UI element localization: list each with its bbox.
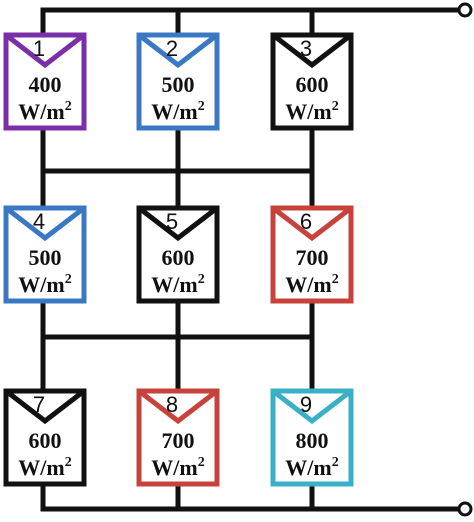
panel-number: 1 xyxy=(33,36,45,61)
panel-frame xyxy=(3,205,87,304)
irradiance-unit: W/m2 xyxy=(151,272,204,297)
panel-grid: 1400W/m22500W/m23600W/m24500W/m25600W/m2… xyxy=(3,32,354,487)
positive-terminal xyxy=(457,2,473,18)
unit-exponent: 2 xyxy=(198,272,205,287)
panel-frame xyxy=(270,388,354,487)
panel-number: 8 xyxy=(166,392,178,417)
irradiance-value: 600 xyxy=(162,245,195,270)
irradiance-value: 600 xyxy=(29,428,62,453)
panel-frame xyxy=(270,32,354,131)
irradiance-unit: W/m2 xyxy=(285,272,338,297)
unit-base: W/m xyxy=(18,455,64,480)
irradiance-unit: W/m2 xyxy=(285,99,338,124)
panel-number: 3 xyxy=(300,36,312,61)
panel-number: 9 xyxy=(300,392,312,417)
irradiance-unit: W/m2 xyxy=(18,455,71,480)
unit-exponent: 2 xyxy=(65,99,72,114)
panel-number: 2 xyxy=(166,36,178,61)
irradiance-unit: W/m2 xyxy=(151,455,204,480)
panel-diode-symbol xyxy=(4,389,86,425)
negative-terminal xyxy=(457,501,473,517)
irradiance-unit: W/m2 xyxy=(151,99,204,124)
irradiance-value: 700 xyxy=(296,245,329,270)
panel-frame xyxy=(136,388,220,487)
unit-base: W/m xyxy=(151,455,197,480)
irradiance-unit: W/m2 xyxy=(285,455,338,480)
unit-base: W/m xyxy=(151,99,197,124)
unit-base: W/m xyxy=(18,272,64,297)
unit-exponent: 2 xyxy=(332,455,339,470)
irradiance-unit: W/m2 xyxy=(18,99,71,124)
panel-diode-symbol xyxy=(271,206,353,242)
irradiance-value: 400 xyxy=(29,72,62,97)
wiring xyxy=(40,2,473,517)
unit-base: W/m xyxy=(18,99,64,124)
unit-exponent: 2 xyxy=(332,272,339,287)
panel-frame xyxy=(136,32,220,131)
panel-diode-symbol xyxy=(137,33,219,69)
panel-diode-symbol xyxy=(4,33,86,69)
panel-frame xyxy=(270,205,354,304)
panel-diode-symbol xyxy=(271,389,353,425)
unit-base: W/m xyxy=(285,99,331,124)
unit-base: W/m xyxy=(285,272,331,297)
panel-diode-symbol xyxy=(137,206,219,242)
irradiance-value: 800 xyxy=(296,428,329,453)
unit-exponent: 2 xyxy=(198,99,205,114)
unit-exponent: 2 xyxy=(65,455,72,470)
irradiance-value: 600 xyxy=(296,72,329,97)
panel-diode-symbol xyxy=(4,206,86,242)
irradiance-value: 500 xyxy=(29,245,62,270)
unit-exponent: 2 xyxy=(198,455,205,470)
irradiance-value: 500 xyxy=(162,72,195,97)
panel-frame xyxy=(3,32,87,131)
panel-number: 7 xyxy=(33,392,45,417)
unit-base: W/m xyxy=(151,272,197,297)
panel-number: 6 xyxy=(300,209,312,234)
panel-diode-symbol xyxy=(137,389,219,425)
irradiance-unit: W/m2 xyxy=(18,272,71,297)
unit-exponent: 2 xyxy=(332,99,339,114)
panel-frame xyxy=(136,205,220,304)
unit-exponent: 2 xyxy=(65,272,72,287)
panel-diode-symbol xyxy=(271,33,353,69)
panel-frame xyxy=(3,388,87,487)
panel-number: 4 xyxy=(33,209,45,234)
irradiance-value: 700 xyxy=(162,428,195,453)
panel-number: 5 xyxy=(166,209,178,234)
unit-base: W/m xyxy=(285,455,331,480)
